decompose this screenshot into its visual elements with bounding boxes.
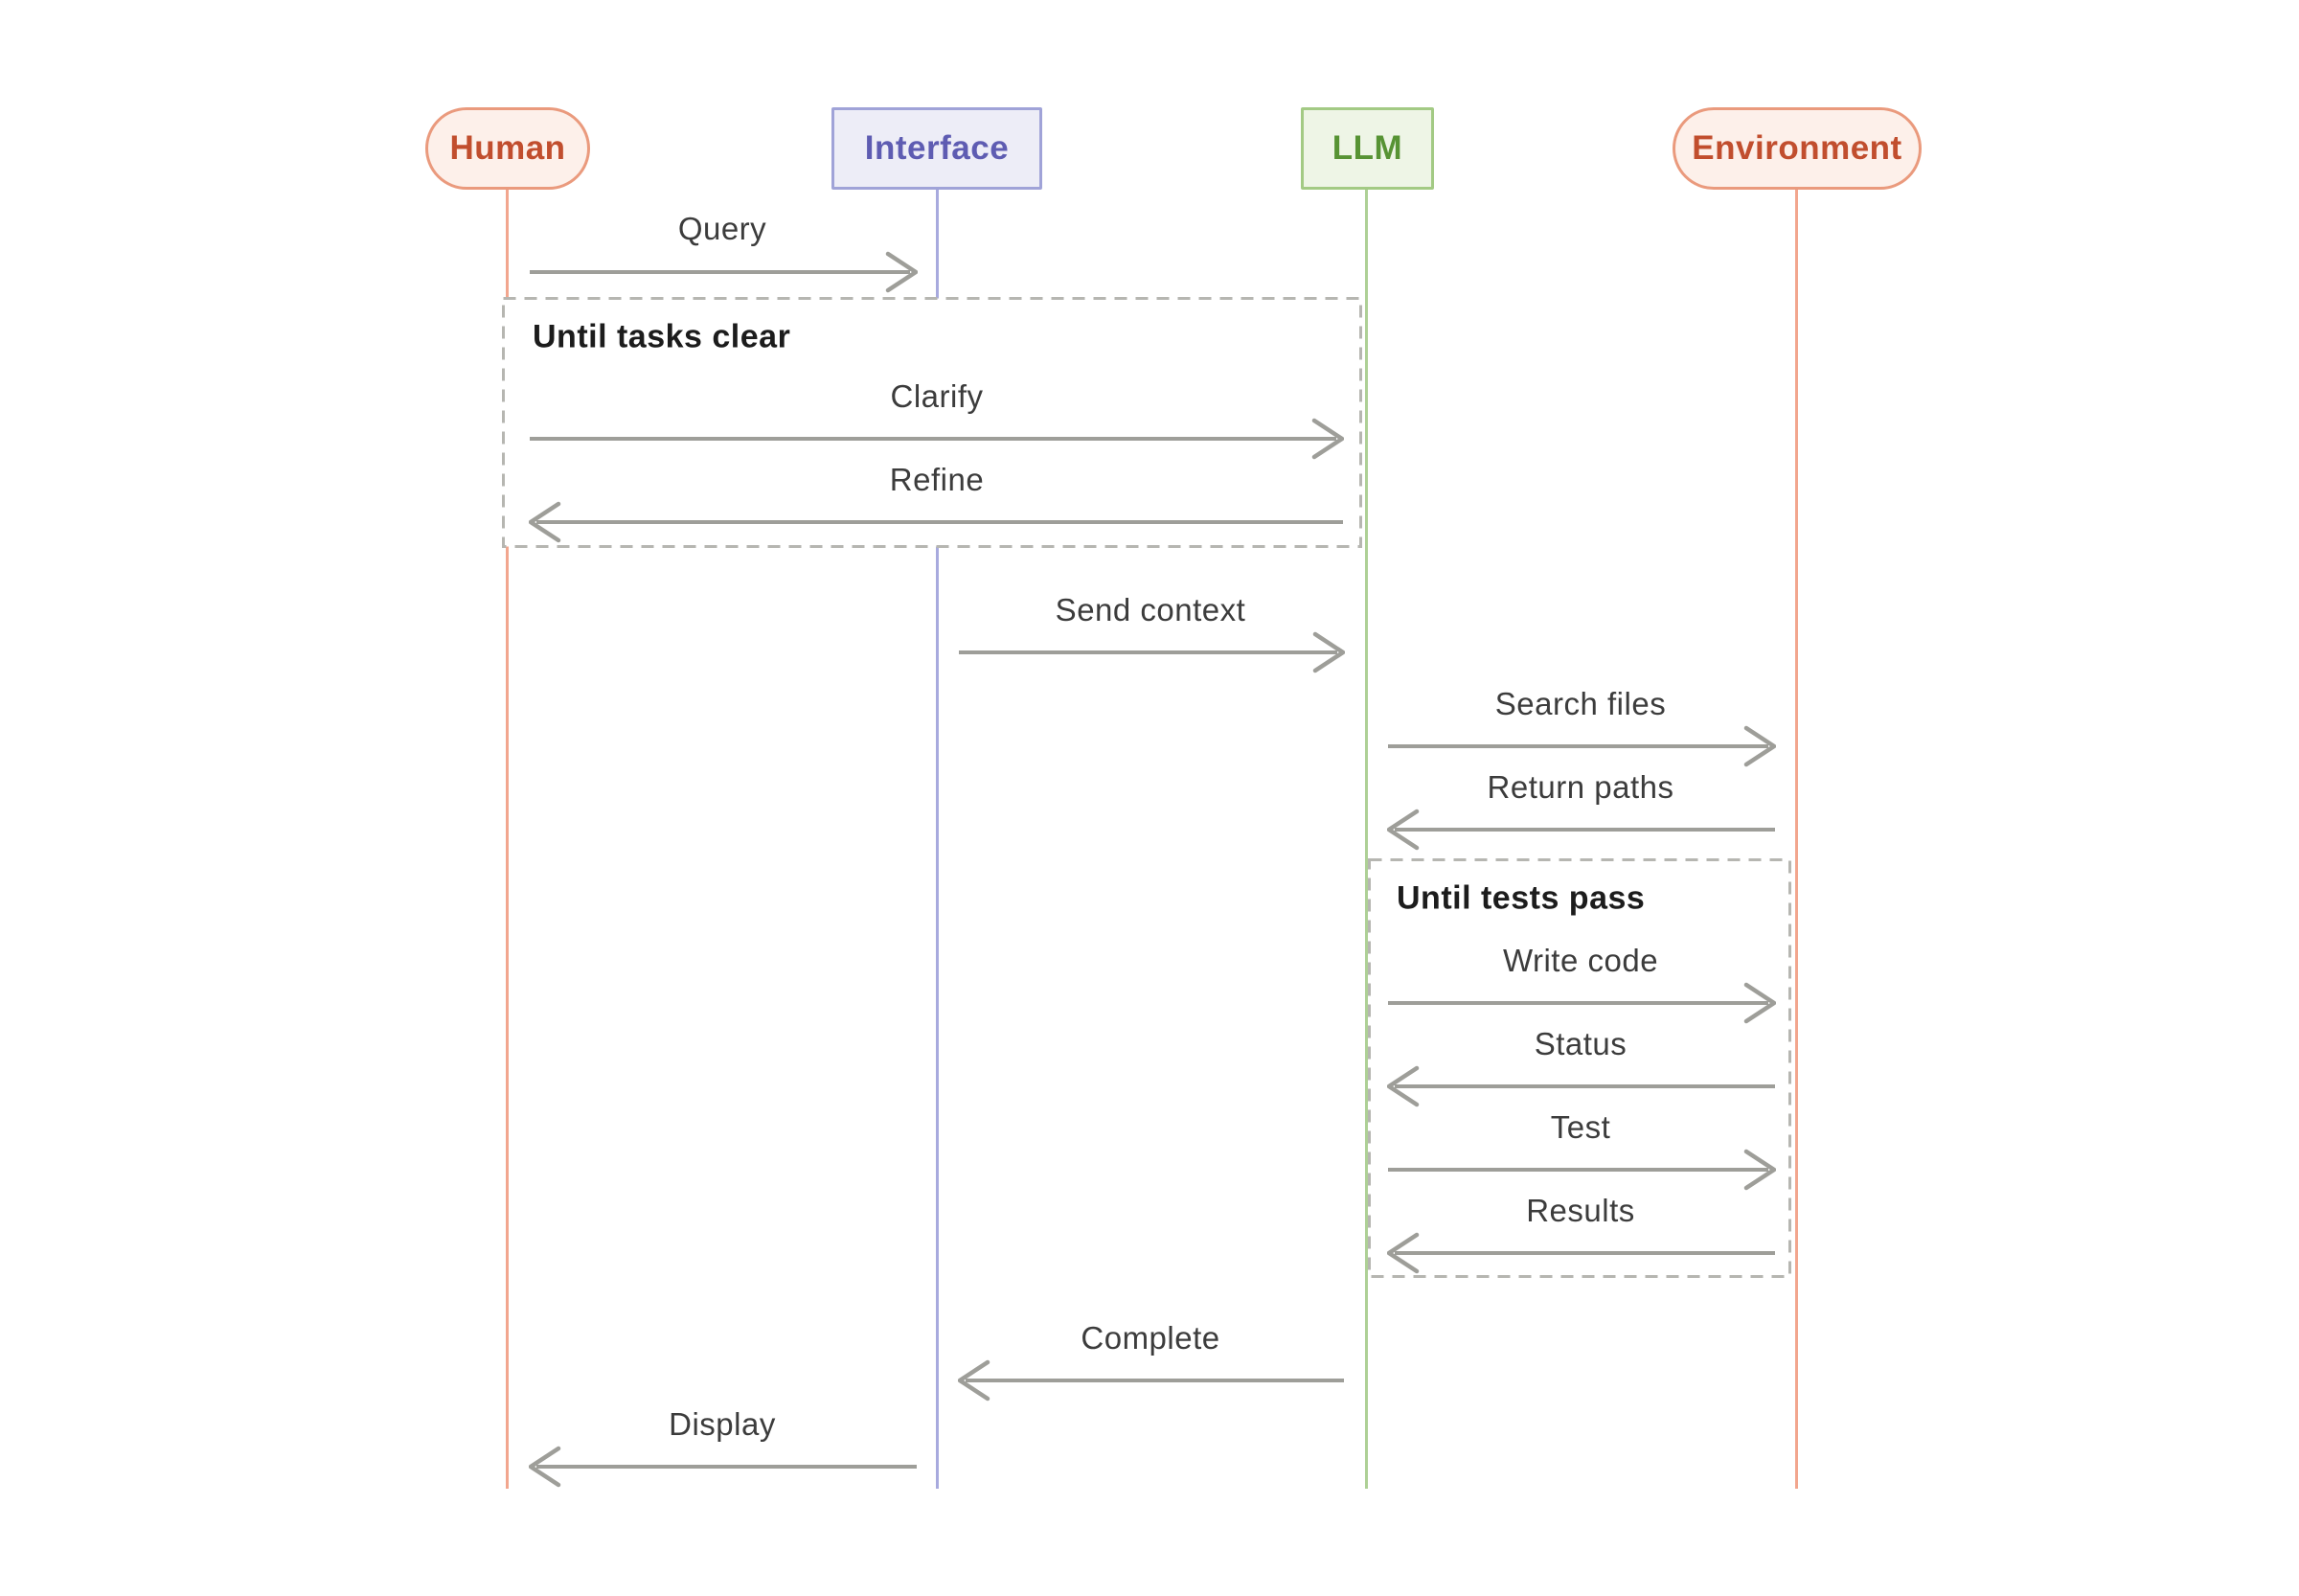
lifeline-environment (1795, 190, 1798, 1489)
message-label-test: Test (1550, 1109, 1611, 1145)
arrow-llm-to-environment-test (1387, 1149, 1776, 1191)
message-label-results: Results (1526, 1193, 1635, 1228)
arrow-environment-to-llm-results (1387, 1232, 1776, 1274)
message-label-query: Query (677, 211, 767, 246)
loop-title-until-tests-pass: Until tests pass (1397, 879, 1646, 917)
arrow-environment-to-llm (1387, 809, 1776, 851)
arrow-llm-to-human (529, 501, 1344, 543)
actor-environment: Environment (1673, 107, 1922, 190)
loop-box-until-tests-pass (1368, 858, 1791, 1278)
message-label-refine: Refine (889, 462, 985, 497)
message-label-search-files: Search files (1494, 686, 1667, 721)
message-label-display: Display (669, 1406, 776, 1442)
lifeline-interface (936, 190, 939, 1489)
arrow-human-to-interface (529, 251, 918, 293)
message-label-send-context: Send context (1055, 592, 1246, 627)
arrow-human-to-llm (529, 418, 1344, 460)
loop-box-until-tasks-clear (502, 297, 1362, 548)
message-label-complete: Complete (1081, 1320, 1220, 1356)
message-label-clarify: Clarify (890, 378, 984, 414)
arrow-llm-to-interface (958, 1359, 1345, 1402)
loop-title-until-tasks-clear: Until tasks clear (533, 318, 791, 355)
arrow-environment-to-llm-status (1387, 1065, 1776, 1107)
actor-human: Human (425, 107, 590, 190)
arrow-interface-to-llm (958, 631, 1345, 673)
actor-llm: LLM (1301, 107, 1434, 190)
message-label-write-code: Write code (1502, 943, 1659, 978)
actor-interface: Interface (831, 107, 1042, 190)
arrow-llm-to-environment (1387, 725, 1776, 767)
arrow-interface-to-human (529, 1446, 918, 1488)
lifeline-human (506, 190, 509, 1489)
message-label-status: Status (1534, 1026, 1628, 1061)
message-label-return-paths: Return paths (1487, 769, 1674, 805)
lifeline-llm (1365, 190, 1368, 1489)
arrow-llm-to-environment-write (1387, 982, 1776, 1024)
